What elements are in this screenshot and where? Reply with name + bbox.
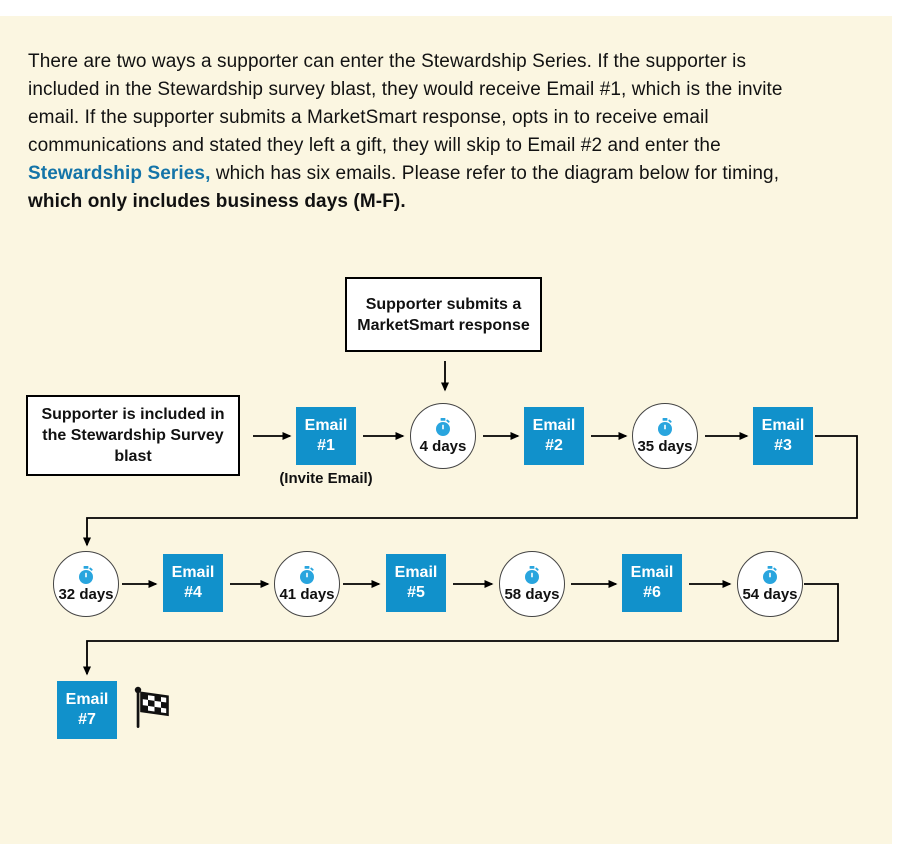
delay-node-35-days: 35 days bbox=[632, 403, 698, 469]
stopwatch-icon bbox=[763, 565, 777, 584]
email-number: #1 bbox=[317, 437, 335, 454]
email-node-3: Email #3 bbox=[753, 407, 813, 465]
email-word: Email bbox=[394, 564, 438, 581]
entry-box-survey-blast-label: Supporter is included in the Stewardship… bbox=[41, 406, 225, 465]
email-node-5: Email #5 bbox=[386, 554, 446, 612]
invite-email-note: (Invite Email) bbox=[279, 470, 373, 487]
email-word: Email bbox=[761, 417, 805, 434]
stopwatch-icon bbox=[525, 565, 539, 584]
business-days-note: which only includes business days (M-F). bbox=[28, 191, 406, 212]
delay-label: 32 days bbox=[58, 585, 114, 603]
intro-paragraph: There are two ways a supporter can enter… bbox=[28, 48, 810, 216]
email-number: #7 bbox=[78, 711, 96, 728]
email-node-7: Email #7 bbox=[57, 681, 117, 739]
stewardship-series-highlight: Stewardship Series, bbox=[28, 163, 211, 184]
delay-label: 54 days bbox=[742, 585, 798, 603]
delay-node-41-days: 41 days bbox=[274, 551, 340, 617]
email-number: #2 bbox=[545, 437, 563, 454]
email-number: #6 bbox=[643, 584, 661, 601]
email-word: Email bbox=[65, 691, 109, 708]
email-word: Email bbox=[630, 564, 674, 581]
delay-node-58-days: 58 days bbox=[499, 551, 565, 617]
intro-text-2: which has six emails. Please refer to th… bbox=[210, 163, 780, 184]
email-node-4: Email #4 bbox=[163, 554, 223, 612]
checkered-flag-icon bbox=[134, 686, 169, 728]
delay-node-54-days: 54 days bbox=[737, 551, 803, 617]
entry-box-survey-blast: Supporter is included in the Stewardship… bbox=[26, 395, 240, 476]
email-number: #4 bbox=[184, 584, 202, 601]
stopwatch-icon bbox=[79, 565, 93, 584]
email-word: Email bbox=[171, 564, 215, 581]
stopwatch-icon bbox=[300, 565, 314, 584]
delay-label: 41 days bbox=[279, 585, 335, 603]
email-node-2: Email #2 bbox=[524, 407, 584, 465]
delay-label: 58 days bbox=[504, 585, 560, 603]
email-number: #3 bbox=[774, 437, 792, 454]
delay-label: 35 days bbox=[637, 437, 693, 455]
stopwatch-icon bbox=[436, 417, 450, 436]
email-node-6: Email #6 bbox=[622, 554, 682, 612]
entry-box-marketsmart: Supporter submits a MarketSmart response bbox=[345, 277, 542, 352]
stopwatch-icon bbox=[658, 417, 672, 436]
email-word: Email bbox=[532, 417, 576, 434]
delay-node-32-days: 32 days bbox=[53, 551, 119, 617]
email-node-1: Email #1 bbox=[296, 407, 356, 465]
email-word: Email bbox=[304, 417, 348, 434]
intro-text-1: There are two ways a supporter can enter… bbox=[28, 51, 783, 156]
entry-box-marketsmart-label: Supporter submits a MarketSmart response bbox=[357, 295, 530, 334]
delay-label: 4 days bbox=[419, 437, 467, 455]
email-number: #5 bbox=[407, 584, 425, 601]
delay-node-4-days: 4 days bbox=[410, 403, 476, 469]
